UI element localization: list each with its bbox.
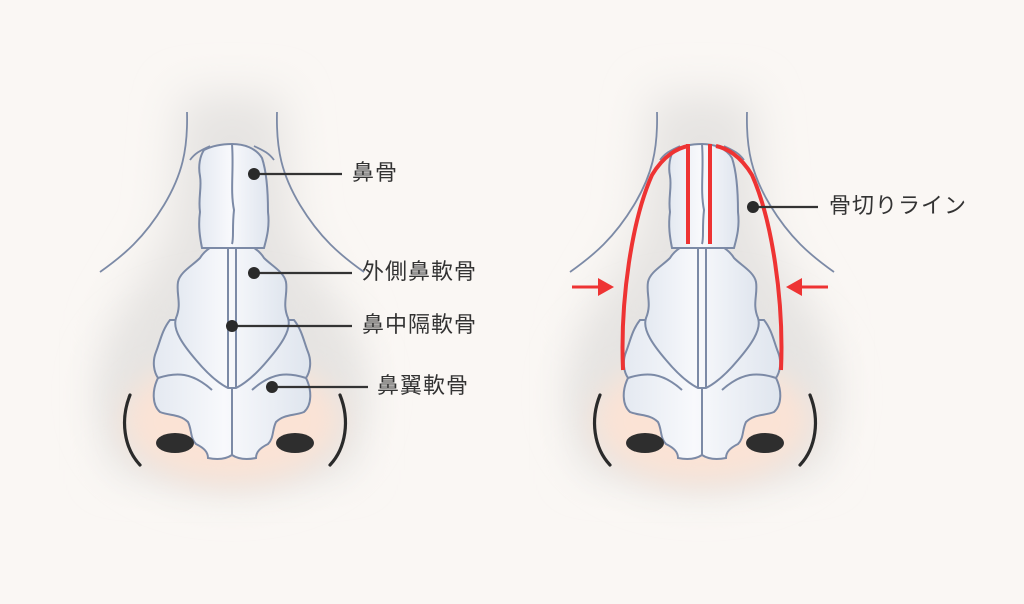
left-nose-figure [100,95,364,490]
arrow-left-icon [786,278,828,296]
leader-nasal-bone [248,168,342,180]
leader-septal-cartilage [226,320,352,332]
label-septal-cartilage: 鼻中隔軟骨 [362,313,478,338]
label-alar-cartilage: 鼻翼軟骨 [377,374,470,399]
label-osteotomy-line: 骨切りライン [829,194,968,219]
osteotomy-lines [620,144,784,371]
label-upper-lateral-cartilage: 外側鼻軟骨 [362,260,478,285]
right-nose-figure [570,95,834,490]
label-nasal-bone: 鼻骨 [352,161,399,186]
leader-upper-lateral-cartilage [248,267,352,279]
leader-alar-cartilage [266,381,368,393]
arrow-right-icon [572,278,614,296]
leader-osteotomy-line [747,201,818,213]
